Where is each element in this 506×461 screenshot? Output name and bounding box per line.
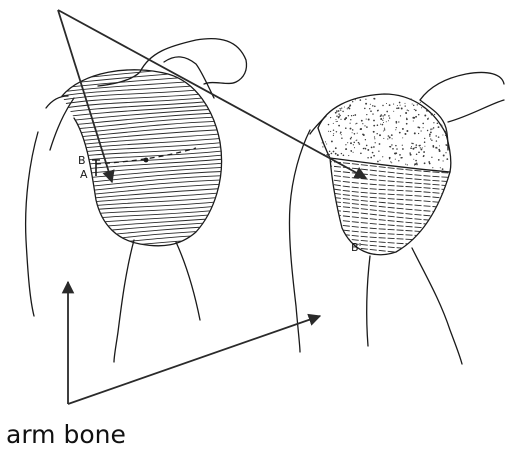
arrow-to-right-fracture [58,10,366,178]
right-shoulder-drawing [289,72,504,364]
label-a-left: A [80,168,88,181]
caption-arm-bone: arm bone [6,422,126,447]
arrow-to-right-shaft [68,316,320,404]
label-b-prime-right: B' [351,241,362,254]
left-shoulder-drawing [26,39,247,362]
label-b-left: B [78,154,86,167]
